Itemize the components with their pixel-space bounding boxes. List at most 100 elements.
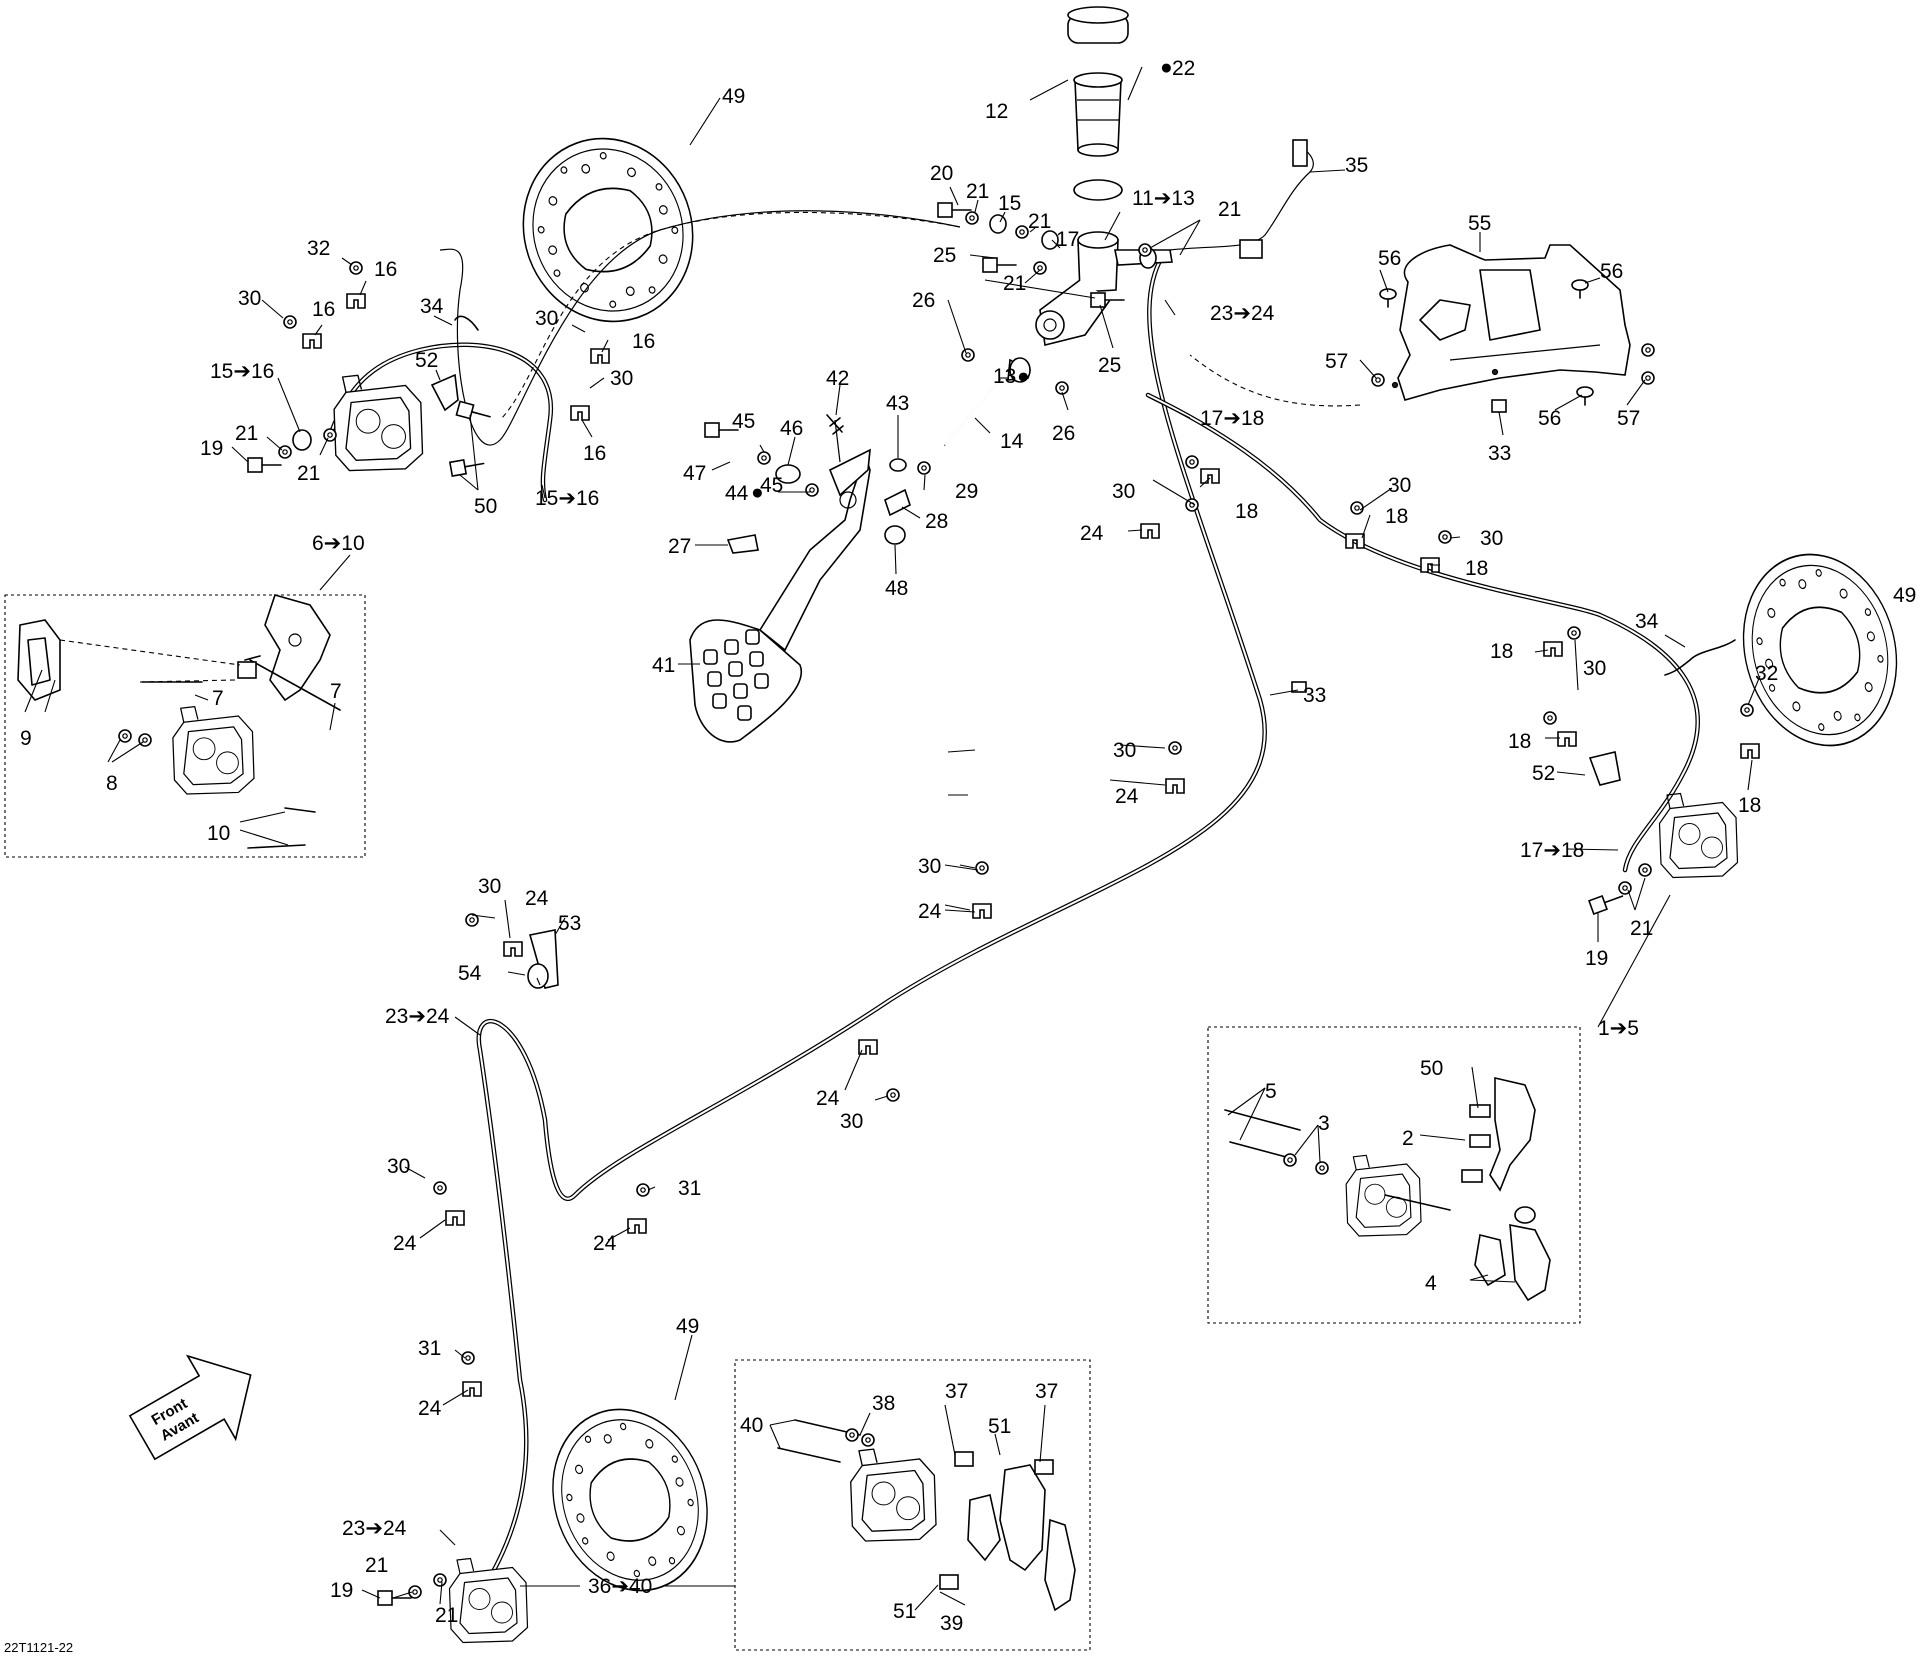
callout-19: 19 bbox=[200, 437, 223, 460]
callout-30: 30 bbox=[478, 875, 501, 898]
callout-30: 30 bbox=[610, 367, 633, 390]
callout-35: 35 bbox=[1345, 154, 1368, 177]
retainer-31 bbox=[461, 1351, 475, 1365]
front-direction-arrow: Front Avant bbox=[128, 1354, 252, 1461]
retainer-30 bbox=[975, 861, 989, 875]
callout-33: 33 bbox=[1303, 684, 1326, 707]
callout-16: 16 bbox=[583, 442, 606, 465]
clevis-28 bbox=[884, 488, 911, 517]
callout-25: 25 bbox=[933, 244, 956, 267]
callout-38: 38 bbox=[872, 1392, 895, 1415]
callout-30: 30 bbox=[1480, 527, 1503, 550]
clip-34 bbox=[1664, 639, 1736, 676]
inset-front-right-caliper-components bbox=[1207, 1026, 1581, 1324]
callout-24: 24 bbox=[816, 1087, 840, 1110]
callout-19: 19 bbox=[330, 1579, 353, 1602]
callout-26: 26 bbox=[912, 289, 935, 312]
callout-22: 22 bbox=[1172, 57, 1195, 80]
callout-5: 5 bbox=[1265, 1080, 1277, 1103]
callout-23-24: 23➔24 bbox=[1210, 302, 1275, 325]
part-43 bbox=[889, 458, 907, 472]
callout-12: 12 bbox=[985, 100, 1008, 123]
spring-42 bbox=[826, 414, 844, 435]
washer-21 bbox=[323, 428, 337, 442]
nut-26 bbox=[961, 348, 975, 362]
callout-55: 55 bbox=[1468, 212, 1491, 235]
clip-34 bbox=[454, 315, 479, 331]
callout-45: 45 bbox=[732, 410, 755, 433]
callout-54: 54 bbox=[458, 962, 482, 985]
callout-21: 21 bbox=[235, 422, 258, 445]
leader-lines bbox=[24, 66, 1761, 1611]
callout-24: 24 bbox=[393, 1232, 417, 1255]
callout-21: 21 bbox=[365, 1554, 388, 1577]
callout-15-16: 15➔16 bbox=[535, 487, 599, 510]
caliper-front-right bbox=[1658, 792, 1739, 879]
washer-21 bbox=[1638, 863, 1652, 877]
clip-33 bbox=[1491, 399, 1507, 413]
banjo-bolt-19 bbox=[1588, 888, 1626, 915]
callout-26: 26 bbox=[1052, 422, 1075, 445]
clip-18 bbox=[1543, 641, 1563, 657]
callout-7: 7 bbox=[330, 680, 342, 703]
bolt-50 bbox=[455, 400, 493, 425]
callout-18: 18 bbox=[1465, 557, 1488, 580]
callout-7: 7 bbox=[212, 687, 224, 710]
callout-21: 21 bbox=[966, 180, 989, 203]
callout-32: 32 bbox=[1755, 662, 1778, 685]
fluid-drop-icon: ● bbox=[751, 481, 764, 504]
callout-30: 30 bbox=[1112, 480, 1135, 503]
banjo-bolt-19 bbox=[247, 457, 282, 473]
retainer-30 bbox=[1168, 741, 1182, 755]
callout-34: 34 bbox=[1635, 610, 1659, 633]
clip-24 bbox=[1140, 523, 1160, 539]
callout-51: 51 bbox=[893, 1600, 916, 1623]
fluid-drop-icon: ● bbox=[1160, 56, 1173, 79]
retainer-30 bbox=[1185, 455, 1199, 469]
callout-31: 31 bbox=[678, 1177, 701, 1200]
clip-24 bbox=[972, 903, 992, 919]
clip-33 bbox=[1291, 681, 1307, 693]
clip-24 bbox=[1165, 778, 1185, 794]
callout-18: 18 bbox=[1235, 500, 1258, 523]
brake-lines bbox=[328, 144, 1700, 1623]
screw-32 bbox=[1740, 703, 1754, 717]
callout-6-10: 6➔10 bbox=[312, 532, 365, 555]
callout-21: 21 bbox=[1003, 272, 1026, 295]
callout-17-18: 17➔18 bbox=[1200, 407, 1264, 430]
callout-45: 45 bbox=[760, 474, 783, 497]
grommet-54 bbox=[527, 963, 549, 989]
bolt-50 bbox=[449, 455, 486, 477]
callout-20: 20 bbox=[930, 162, 953, 185]
callout-52: 52 bbox=[415, 349, 438, 372]
clip-24 bbox=[445, 1210, 465, 1226]
callout-28: 28 bbox=[925, 510, 948, 533]
retainer-30 bbox=[1350, 501, 1364, 515]
master-cylinder-assembly bbox=[1035, 6, 1173, 346]
callout-30: 30 bbox=[840, 1110, 863, 1133]
callout-1-5: 1➔5 bbox=[1598, 1017, 1639, 1040]
fitting-15 bbox=[989, 214, 1007, 234]
callout-30: 30 bbox=[918, 855, 941, 878]
callout-15: 15 bbox=[998, 192, 1021, 215]
callout-3: 3 bbox=[1318, 1112, 1330, 1135]
callout-27: 27 bbox=[668, 535, 691, 558]
washer-21 bbox=[965, 211, 979, 225]
washer-21 bbox=[1138, 243, 1152, 257]
brake-pedal-assembly bbox=[689, 419, 871, 743]
callout-37: 37 bbox=[945, 1380, 968, 1403]
callout-44: 44 bbox=[725, 482, 749, 505]
callout-23-24: 23➔24 bbox=[342, 1517, 407, 1540]
callout-56: 56 bbox=[1600, 260, 1623, 283]
nut-57 bbox=[1641, 343, 1655, 357]
clip-16 bbox=[590, 348, 610, 364]
retainer-30 bbox=[886, 1088, 900, 1102]
callout-53: 53 bbox=[558, 912, 581, 935]
brake-disc-49-front-right bbox=[1721, 536, 1919, 764]
callout-16: 16 bbox=[632, 330, 655, 353]
callout-25: 25 bbox=[1098, 354, 1121, 377]
callout-19: 19 bbox=[1585, 947, 1608, 970]
bracket-52 bbox=[430, 373, 459, 412]
brake-disc-49-front-left bbox=[497, 113, 719, 347]
callout-10: 10 bbox=[207, 822, 230, 845]
